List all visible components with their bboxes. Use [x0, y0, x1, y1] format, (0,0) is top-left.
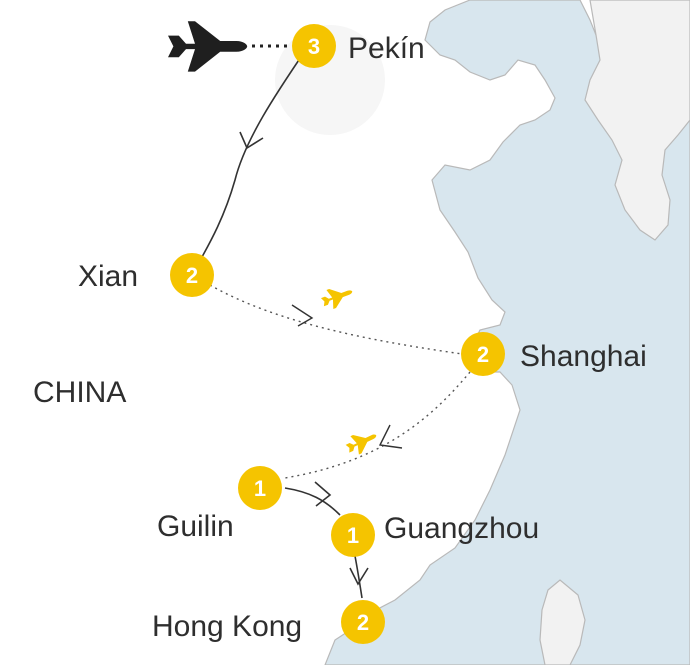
stop-guangzhou: 1 Guangzhou [331, 512, 539, 557]
stop-xian: 2 Xian [78, 253, 214, 297]
route-leg-shanghai-guilin [284, 371, 471, 479]
route-leg-guangzhou-hongkong [354, 555, 363, 599]
stop-nights: 1 [254, 476, 266, 501]
route-arrow-xian-shanghai [291, 304, 314, 327]
stop-label: Pekín [348, 32, 425, 65]
arrival-airplane-icon [168, 21, 248, 72]
stop-badge [170, 253, 214, 297]
taiwan-island [539, 579, 586, 665]
route-leg-xian-shanghai [209, 284, 463, 355]
stop-badge [292, 24, 336, 68]
flight-airplane-icon [345, 434, 377, 455]
stop-hong-kong: 2 Hong Kong [152, 600, 385, 644]
stop-label: Xian [78, 260, 138, 293]
route-arrow-pekin-xian [239, 131, 264, 150]
stop-pekin: 3 Pekín [292, 24, 425, 68]
flight-airplane-icon [320, 289, 353, 309]
stop-nights: 3 [308, 34, 320, 59]
route-arrow-shanghai-guilin [378, 424, 403, 449]
stop-nights: 2 [477, 342, 489, 367]
stop-badge [238, 466, 282, 510]
sea-area [324, 0, 690, 665]
stop-badge [331, 513, 375, 557]
stop-badge [341, 600, 385, 644]
stop-shanghai: 2 Shanghai [461, 332, 647, 376]
route-leg-pekin-xian [193, 47, 308, 272]
stop-nights: 2 [186, 263, 198, 288]
stop-label: Shanghai [520, 340, 647, 373]
country-label: CHINA [33, 376, 126, 409]
route-leg-guilin-guangzhou [284, 487, 341, 516]
korea-peninsula [584, 0, 690, 241]
stop-label: Guangzhou [384, 512, 539, 545]
stop-guilin: 1 Guilin [157, 466, 282, 543]
stop-nights: 1 [347, 523, 359, 548]
stop-label: Guilin [157, 510, 234, 543]
stop-label: Hong Kong [152, 610, 302, 643]
route-arrow-guilin-guangzhou [314, 481, 332, 507]
stop-nights: 2 [357, 610, 369, 635]
route-arrow-guangzhou-hongkong [349, 567, 369, 586]
stop-badge [461, 332, 505, 376]
